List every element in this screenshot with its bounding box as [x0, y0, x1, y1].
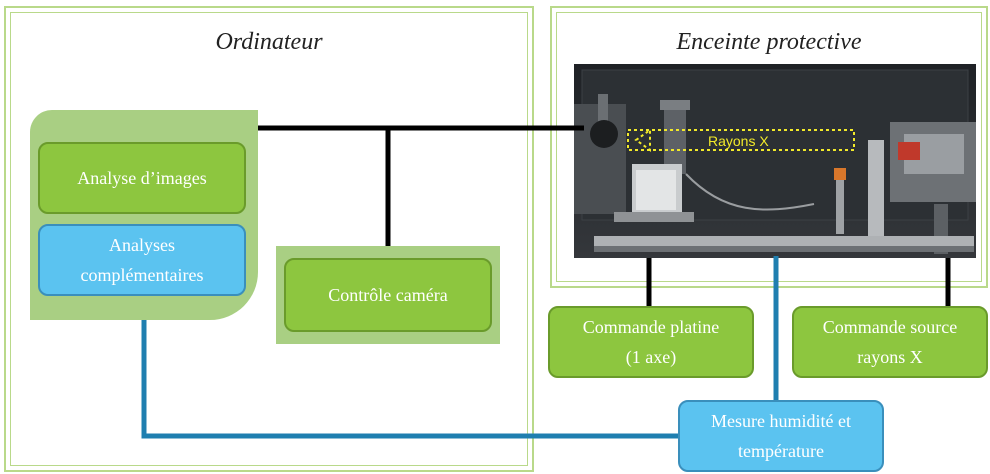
commande-platine-box: Commande platine (1 axe) — [548, 306, 754, 378]
enceinte-frame-inner — [556, 12, 982, 282]
xray-setup-photo — [574, 64, 976, 258]
enceinte-frame — [550, 6, 988, 288]
controle-camera-box: Contrôle caméra — [284, 258, 492, 332]
commande-source-box: Commande source rayons X — [792, 306, 988, 378]
controle-camera-label: Contrôle caméra — [328, 285, 448, 305]
mesure-humidite-box: Mesure humidité et température — [678, 400, 884, 472]
wire-humidity-to-analyses — [141, 290, 680, 439]
mesure-line2: température — [738, 441, 824, 461]
mesure-line1: Mesure humidité et — [711, 411, 851, 431]
beam-label: Rayons X — [708, 133, 769, 149]
analyses-complementaires-line2: complémentaires — [80, 265, 204, 285]
enceinte-title: Enceinte protective — [676, 29, 862, 55]
analyses-complementaires-box: Analyses complémentaires — [38, 224, 246, 296]
analyses-complementaires-line1: Analyses — [109, 235, 175, 255]
commande-platine-line2: (1 axe) — [625, 347, 677, 367]
commande-platine-line1: Commande platine — [582, 317, 720, 337]
ordinateur-title: Ordinateur — [215, 29, 323, 55]
analyse-images-box: Analyse d’images — [38, 142, 246, 214]
ordinateur-frame-inner — [10, 12, 528, 466]
ordinateur-frame — [4, 6, 534, 472]
commande-source-line2: rayons X — [857, 347, 923, 367]
setup-photo-drawing — [574, 64, 976, 258]
commande-source-line1: Commande source — [822, 317, 958, 337]
analyse-images-label: Analyse d’images — [77, 168, 207, 188]
